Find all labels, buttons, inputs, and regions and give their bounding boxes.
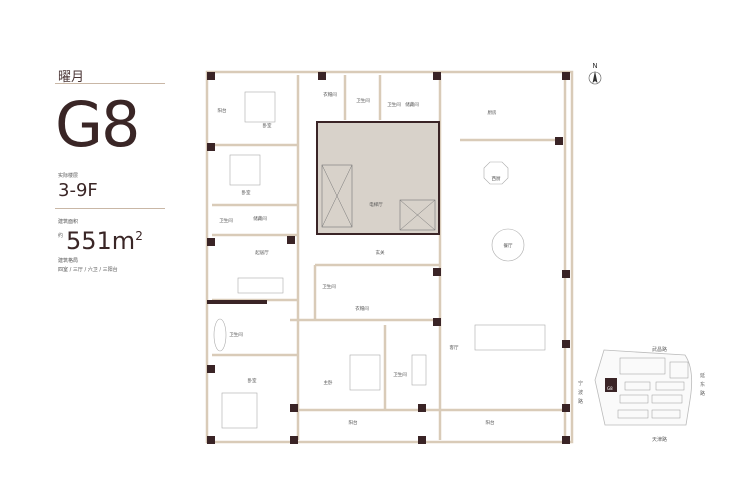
- road-label: 延东路: [700, 373, 706, 397]
- compass-label: N: [592, 62, 598, 70]
- room-label: 卫生间: [322, 285, 336, 290]
- room-label: 餐厅: [503, 244, 513, 249]
- room-label: 卫生间: [356, 99, 370, 104]
- road-label: 武昌路: [652, 347, 668, 353]
- area-prefix: 约: [58, 233, 64, 239]
- unit-code: G8: [55, 88, 140, 161]
- room-label: 卫生间: [229, 333, 243, 338]
- room-label: 卧室: [247, 379, 257, 384]
- room-label: 厨房: [487, 111, 497, 116]
- room-label: 卫生间: [219, 219, 233, 224]
- room-label: 储藏间: [253, 217, 267, 222]
- outer-frame: [205, 70, 574, 444]
- room-label: 阳台: [485, 421, 495, 426]
- area-label: 建筑面积: [58, 219, 79, 225]
- road-label: 宁波路: [578, 381, 584, 405]
- room-label: 卧室: [262, 124, 272, 129]
- area-number: 551m: [66, 227, 136, 255]
- project-name: 曜月: [58, 70, 85, 85]
- site-unit-tag: G8: [607, 386, 613, 391]
- room-label: 阳台: [217, 109, 227, 114]
- room-label: 电梯厅: [369, 203, 383, 208]
- room-label: 卧室: [241, 191, 251, 196]
- layout-label: 建筑格局: [58, 258, 79, 264]
- floors-label: 实际楼层: [58, 173, 79, 179]
- site-map: [594, 349, 693, 426]
- area-value: 551m2: [66, 227, 143, 255]
- room-label: 储藏间: [405, 103, 419, 108]
- divider: [55, 208, 165, 209]
- unit-location-marker: [605, 378, 617, 392]
- divider: [55, 83, 165, 84]
- room-label: 玄关: [375, 251, 385, 256]
- room-label: 主卧: [323, 381, 333, 386]
- room-label: 卫生间: [393, 373, 407, 378]
- core-area: [316, 121, 440, 235]
- room-label: 西厨: [491, 177, 501, 182]
- layout-value: 四室 / 三厅 / 六卫 / 三阳台: [58, 267, 118, 273]
- room-label: 起居厅: [255, 251, 269, 256]
- area-unit: 2: [135, 229, 143, 243]
- room-label: 卫生间: [387, 103, 401, 108]
- compass-arrow-icon: [588, 71, 602, 85]
- compass: N: [588, 62, 602, 88]
- room-label: 衣帽间: [323, 93, 337, 98]
- floors-value: 3-9F: [58, 180, 98, 201]
- room-label: 客厅: [449, 346, 459, 351]
- room-label: 阳台: [348, 421, 358, 426]
- road-label: 天津路: [652, 437, 668, 443]
- room-label: 衣帽间: [355, 307, 369, 312]
